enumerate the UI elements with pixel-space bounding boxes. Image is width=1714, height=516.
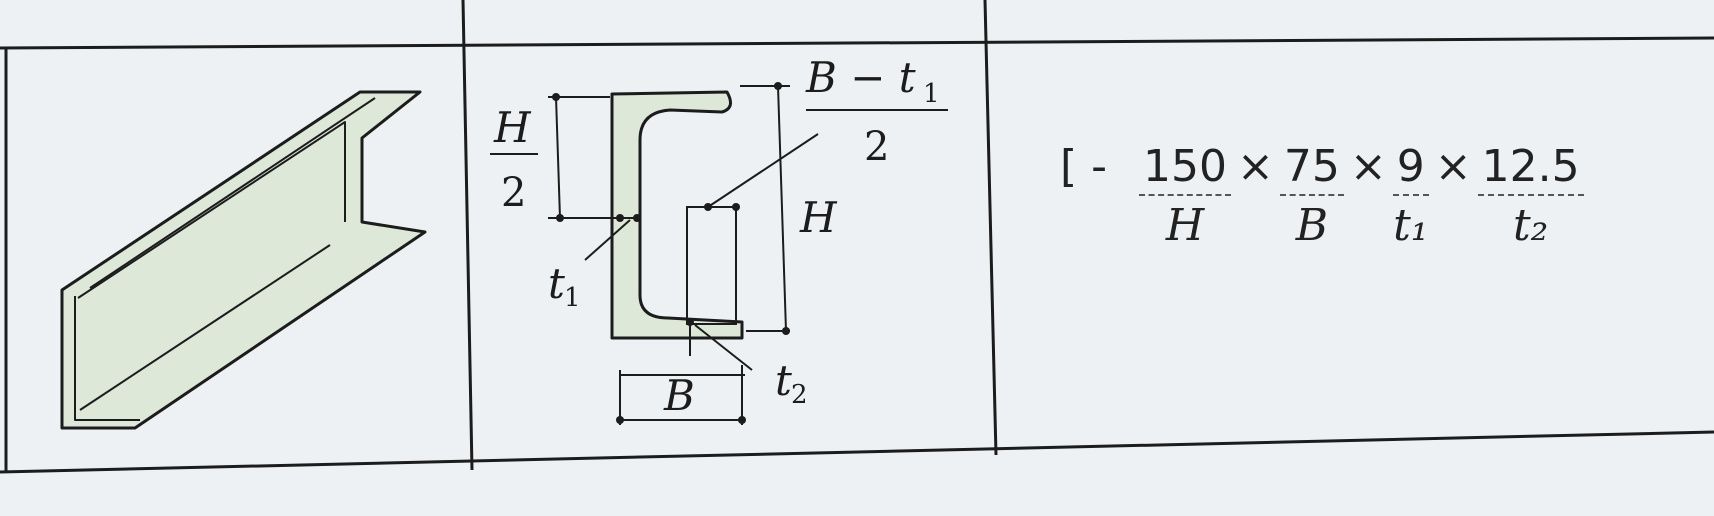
label-b: B xyxy=(663,371,695,420)
times-sign: × xyxy=(1434,141,1472,192)
label-h: H xyxy=(799,193,838,242)
spec-symbol: t₁ xyxy=(1393,200,1429,251)
times-sign: × xyxy=(1349,141,1387,192)
channel-prefix: [ - xyxy=(1060,141,1108,192)
spec-flange-thickness: 12.5 t₂ xyxy=(1477,140,1584,256)
label-h-half-num: H xyxy=(493,103,532,152)
label-t2: t xyxy=(775,356,792,405)
spec-symbol: H xyxy=(1165,200,1205,251)
label-b-minus-t1-sub: 1 xyxy=(923,79,940,109)
spec-height: 150 H xyxy=(1139,140,1232,256)
spec-value: 9 xyxy=(1392,140,1429,196)
spec-value: 12.5 xyxy=(1477,140,1584,196)
spec-value: 150 xyxy=(1139,140,1232,196)
channel-3d-illustration xyxy=(60,90,427,430)
designation-spec: [ - 150 H × 75 B × 9 t₁ × 12.5 t₂ xyxy=(1060,140,1588,256)
spec-width: 75 B xyxy=(1279,140,1344,256)
label-t1: t xyxy=(548,259,565,308)
times-sign: × xyxy=(1237,141,1274,192)
spec-value: 75 xyxy=(1279,140,1344,196)
label-h-half-den: 2 xyxy=(501,170,526,216)
channel-cross-section: H 2 B − t 1 2 H t 1 t 2 B xyxy=(490,53,948,425)
label-b-minus-t1-den: 2 xyxy=(864,124,889,170)
label-t1-sub: 1 xyxy=(564,283,581,313)
spec-symbol: t₂ xyxy=(1512,200,1549,251)
spec-symbol: B xyxy=(1295,200,1329,251)
label-b-minus-t1: B − t xyxy=(805,53,916,102)
table-grid xyxy=(0,0,1714,474)
spec-web-thickness: 9 t₁ xyxy=(1392,140,1429,256)
label-t2-sub: 2 xyxy=(791,380,808,410)
